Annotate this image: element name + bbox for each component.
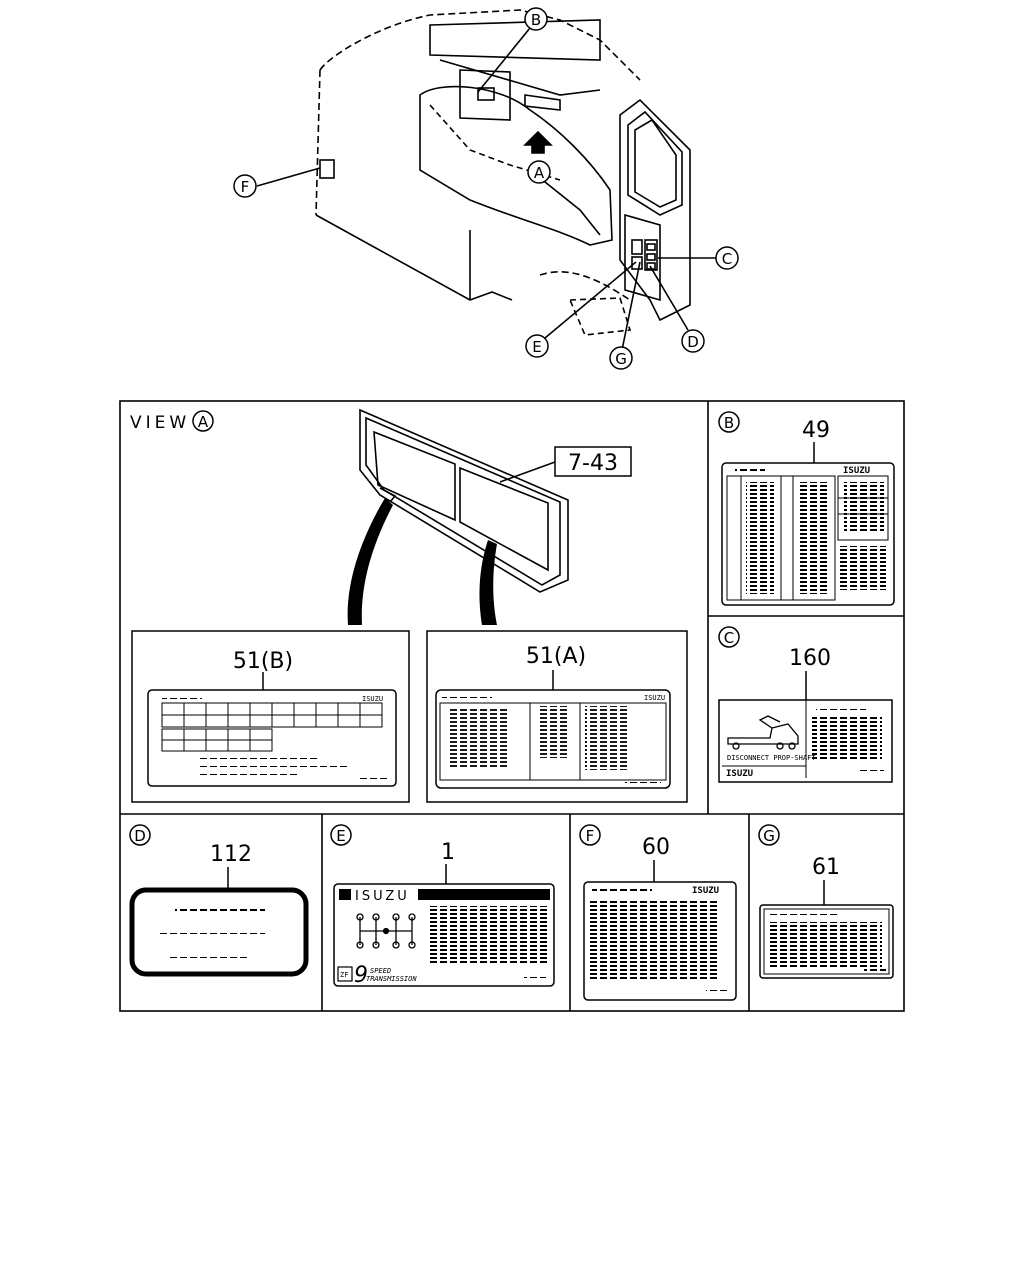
svg-text:A: A bbox=[534, 164, 545, 182]
part-7-43: 7-43 bbox=[568, 451, 618, 476]
svg-text:ISUZU: ISUZU bbox=[843, 466, 870, 476]
svg-text:G: G bbox=[615, 350, 627, 368]
svg-text:E: E bbox=[336, 827, 345, 845]
label-112-sticker bbox=[129, 887, 309, 977]
svg-text:DISCONNECT PROP-SHAFT: DISCONNECT PROP-SHAFT bbox=[727, 754, 816, 762]
part-61: 61 bbox=[812, 855, 840, 880]
cab-illustration bbox=[256, 9, 716, 351]
svg-text:F: F bbox=[241, 178, 250, 196]
part-51a: 51(A) bbox=[526, 644, 586, 669]
svg-text:B: B bbox=[724, 414, 734, 432]
label-61-sticker bbox=[759, 904, 894, 979]
svg-text:G: G bbox=[763, 827, 775, 845]
part-49: 49 bbox=[802, 418, 830, 443]
tow-truck-icon bbox=[727, 715, 799, 750]
part-7-43-box bbox=[554, 446, 632, 477]
callout-a: A bbox=[527, 160, 551, 184]
part-51b: 51(B) bbox=[233, 649, 293, 674]
panel-f: F 60 ISUZU bbox=[579, 824, 737, 1001]
panel-c: C 160 DISCONNECT PROP-SHAFT ISUZU bbox=[718, 626, 893, 783]
svg-text:ZF: ZF bbox=[340, 971, 348, 979]
callout-b: B bbox=[524, 7, 548, 31]
svg-text:TRANSMISSION: TRANSMISSION bbox=[366, 975, 417, 983]
panel-d: D 112 bbox=[129, 824, 309, 977]
label-60-sticker bbox=[583, 881, 737, 1001]
label-1-sticker bbox=[333, 883, 555, 987]
svg-text:ISUZU: ISUZU bbox=[692, 886, 719, 896]
callout-d: D bbox=[681, 329, 705, 353]
svg-text:D: D bbox=[134, 827, 146, 845]
sun-visor bbox=[359, 408, 569, 593]
svg-text:A: A bbox=[198, 413, 209, 431]
svg-text:E: E bbox=[532, 338, 541, 356]
svg-text:B: B bbox=[531, 11, 541, 29]
gear-shift-pattern-icon bbox=[356, 913, 416, 949]
svg-text:ISUZU: ISUZU bbox=[362, 695, 383, 703]
part-112: 112 bbox=[210, 842, 252, 867]
panel-g: G 61 bbox=[758, 824, 894, 979]
svg-text:SPEED: SPEED bbox=[370, 967, 391, 975]
label-51b-sticker bbox=[147, 689, 397, 787]
part-160: 160 bbox=[789, 646, 831, 671]
detail-grid bbox=[119, 400, 905, 1012]
panel-e: E 1 ISUZU ZF 9 SPEED TRANSMISSION bbox=[330, 824, 555, 988]
callout-e: E bbox=[525, 334, 549, 358]
callout-f: F bbox=[233, 174, 257, 198]
view-a-panel: VIEW A 7-43 51(B) bbox=[130, 408, 688, 803]
svg-text:C: C bbox=[722, 250, 732, 268]
svg-text:D: D bbox=[687, 333, 699, 351]
svg-text:VIEW: VIEW bbox=[130, 413, 190, 433]
callout-g: G bbox=[609, 346, 633, 370]
svg-text:ISUZU: ISUZU bbox=[355, 889, 410, 904]
label-51a-sticker bbox=[435, 689, 671, 789]
svg-text:F: F bbox=[586, 827, 595, 845]
callout-c: C bbox=[715, 246, 739, 270]
svg-text:9: 9 bbox=[354, 963, 368, 988]
panel-b: B 49 ISUZU bbox=[718, 411, 895, 606]
part-60: 60 bbox=[642, 835, 670, 860]
part-1: 1 bbox=[441, 840, 455, 865]
svg-text:C: C bbox=[724, 629, 734, 647]
svg-text:ISUZU: ISUZU bbox=[726, 769, 753, 779]
svg-text:ISUZU: ISUZU bbox=[644, 694, 665, 702]
label-49-sticker bbox=[721, 462, 895, 606]
